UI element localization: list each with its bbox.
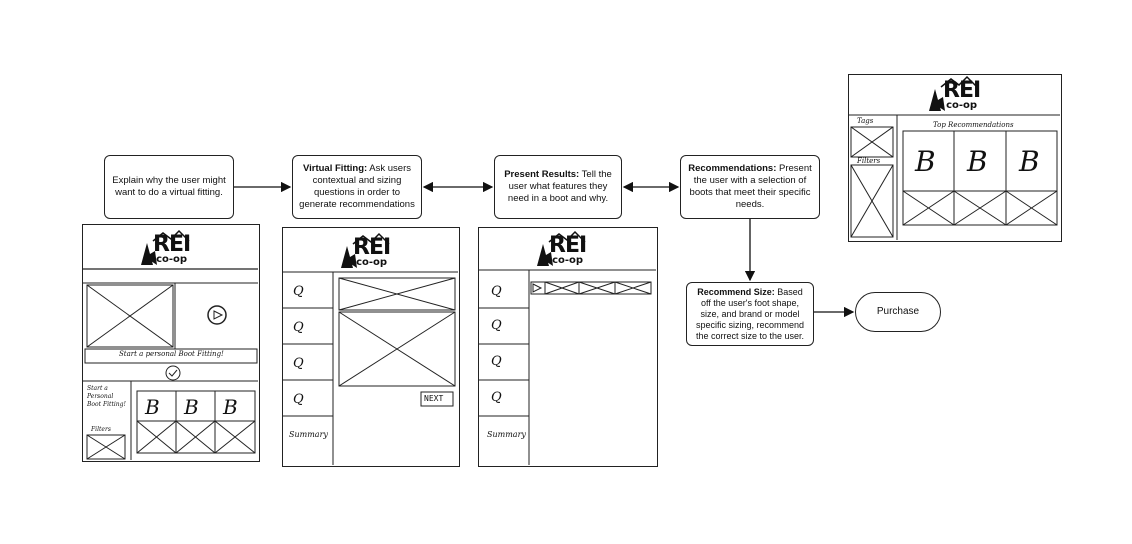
node-recommendations-text: Present the user with a selection of boo… xyxy=(689,163,812,210)
filters-label: Filters xyxy=(91,426,111,433)
play-icon xyxy=(532,283,543,293)
summary-item[interactable]: Summary xyxy=(289,430,328,439)
wireframe-recommendations: REI co-op Tags Filters Top Recommendatio… xyxy=(848,74,1062,242)
rei-logo-main: REI xyxy=(943,78,981,103)
question-1[interactable]: Q xyxy=(491,284,502,299)
node-virtual-fitting-text: Ask users contextual and sizing question… xyxy=(299,163,415,210)
rei-logo-main: REI xyxy=(353,235,391,260)
next-button[interactable]: NEXT xyxy=(424,394,444,403)
rei-logo-main: REI xyxy=(549,233,587,258)
rei-logo-sub: co-op xyxy=(552,255,584,266)
rei-logo-main: REI xyxy=(153,232,191,257)
node-purchase-label: Purchase xyxy=(876,306,920,317)
boot-sketch-1[interactable]: B xyxy=(915,145,936,178)
wireframe-landing: REI co-op Start a personal Boot Fitting!… xyxy=(82,224,260,462)
node-recommend-size: Recommend Size: Based off the user's foo… xyxy=(686,282,814,346)
boot-sketch-2: B xyxy=(184,395,199,419)
wireframe-questions: REI co-op Q Q Q Q Summary NEXT xyxy=(282,227,460,467)
wireframe-questions-drawing xyxy=(283,232,458,465)
start-fitting-banner[interactable]: Start a personal Boot Fitting! xyxy=(119,350,224,358)
node-recommend-size-text: Based off the user's foot shape, size, a… xyxy=(695,286,805,341)
node-virtual-fitting: Virtual Fitting: Ask users contextual an… xyxy=(292,155,422,219)
question-2[interactable]: Q xyxy=(491,318,502,333)
node-recommendations-title: Recommendations: xyxy=(688,163,777,174)
node-recommendations: Recommendations: Present the user with a… xyxy=(680,155,820,219)
play-icon xyxy=(207,305,227,325)
start-fitting-side-note: Start a Personal Boot Fitting! xyxy=(87,385,126,408)
wireframe-results-drawing xyxy=(479,230,656,465)
tree-icon xyxy=(537,244,553,266)
node-present-results-text: Tell the user what features they need in… xyxy=(507,169,612,204)
question-4[interactable]: Q xyxy=(491,390,502,405)
node-present-results-title: Present Results: xyxy=(504,169,580,180)
rei-logo-sub: co-op xyxy=(156,254,188,265)
boot-sketch-1: B xyxy=(145,395,160,419)
rei-logo: REI co-op xyxy=(549,233,587,266)
node-purchase: Purchase xyxy=(855,292,941,332)
wireframe-results: REI co-op Q Q Q Q Summary xyxy=(478,227,658,467)
question-2[interactable]: Q xyxy=(293,320,304,335)
summary-item[interactable]: Summary xyxy=(487,430,526,439)
node-present-results: Present Results: Tell the user what feat… xyxy=(494,155,622,219)
question-3[interactable]: Q xyxy=(293,356,304,371)
filters-label: Filters xyxy=(857,157,881,165)
check-icon xyxy=(165,365,181,381)
node-recommend-size-title: Recommend Size: xyxy=(697,286,775,297)
rei-logo: REI co-op xyxy=(153,232,191,265)
wireframe-recommendations-drawing xyxy=(849,75,1060,240)
top-recommendations-label: Top Recommendations xyxy=(933,121,1014,129)
boot-sketch-2[interactable]: B xyxy=(967,145,988,178)
tree-icon xyxy=(341,246,357,268)
node-explain-text: Explain why the user might want to do a … xyxy=(112,175,226,198)
tags-label: Tags xyxy=(857,117,874,125)
rei-logo: REI co-op xyxy=(353,235,391,268)
boot-sketch-3[interactable]: B xyxy=(1019,145,1040,178)
rei-logo-sub: co-op xyxy=(946,100,978,111)
node-explain: Explain why the user might want to do a … xyxy=(104,155,234,219)
boot-sketch-3: B xyxy=(223,395,238,419)
question-3[interactable]: Q xyxy=(491,354,502,369)
question-4[interactable]: Q xyxy=(293,392,304,407)
rei-logo-sub: co-op xyxy=(356,257,388,268)
rei-logo: REI co-op xyxy=(943,78,981,111)
tree-icon xyxy=(929,89,945,111)
question-1[interactable]: Q xyxy=(293,284,304,299)
wireframe-landing-drawing xyxy=(83,229,258,460)
tree-icon xyxy=(141,243,157,265)
node-virtual-fitting-title: Virtual Fitting: xyxy=(302,163,368,174)
